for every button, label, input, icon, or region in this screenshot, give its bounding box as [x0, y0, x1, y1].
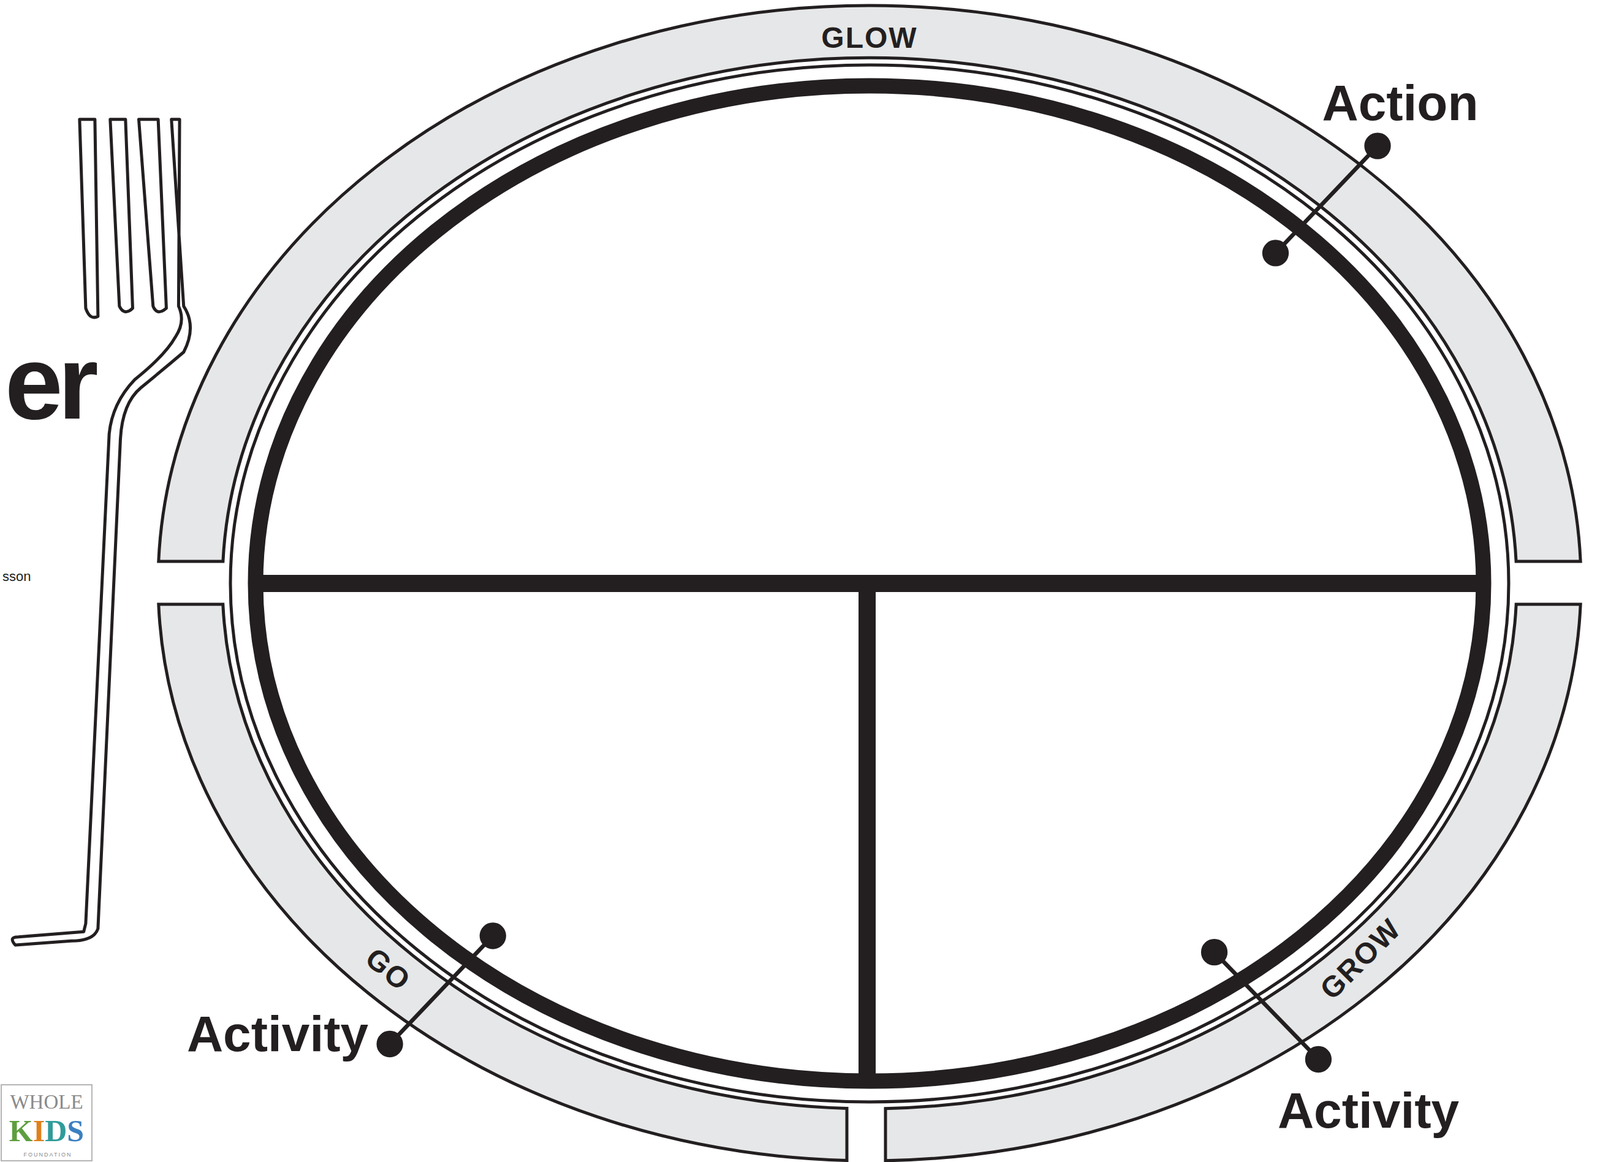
leader-line [389, 935, 493, 1045]
leader-line [1275, 145, 1379, 254]
plate-ring [230, 64, 1509, 1102]
leader-dot [1307, 1047, 1330, 1071]
plate-edge [255, 85, 1484, 1081]
logo-box [1, 1084, 92, 1161]
callout-label: Activity [1277, 1085, 1460, 1136]
fork [79, 119, 99, 318]
fork [110, 119, 133, 312]
leader-dot [481, 924, 505, 948]
leader-dot [1366, 134, 1390, 158]
leader-dot [378, 1032, 402, 1056]
band-label: GO [359, 942, 416, 996]
band-label-box: GROW [1311, 909, 1410, 1009]
band-label-box: GO [356, 939, 420, 1001]
plate-divider [858, 583, 876, 1079]
leader-line [1214, 952, 1319, 1060]
band-label: GROW [1315, 913, 1407, 1005]
leader-dot [1264, 242, 1287, 265]
band-label-box: GLOW [818, 20, 920, 56]
fork [12, 119, 190, 945]
logo-text: FOUNDATION [23, 1152, 73, 1158]
band-label: GLOW [821, 23, 918, 53]
title-fragment: er [4, 330, 94, 435]
logo-text: WHOLE [9, 1091, 83, 1113]
callout-label: Action [1321, 77, 1479, 129]
callout-label: Activity [186, 1008, 369, 1059]
logo-text: KIDS [9, 1115, 84, 1146]
leader-dot [1202, 940, 1226, 964]
fork [138, 119, 167, 312]
note-fragment: sson [2, 569, 31, 584]
